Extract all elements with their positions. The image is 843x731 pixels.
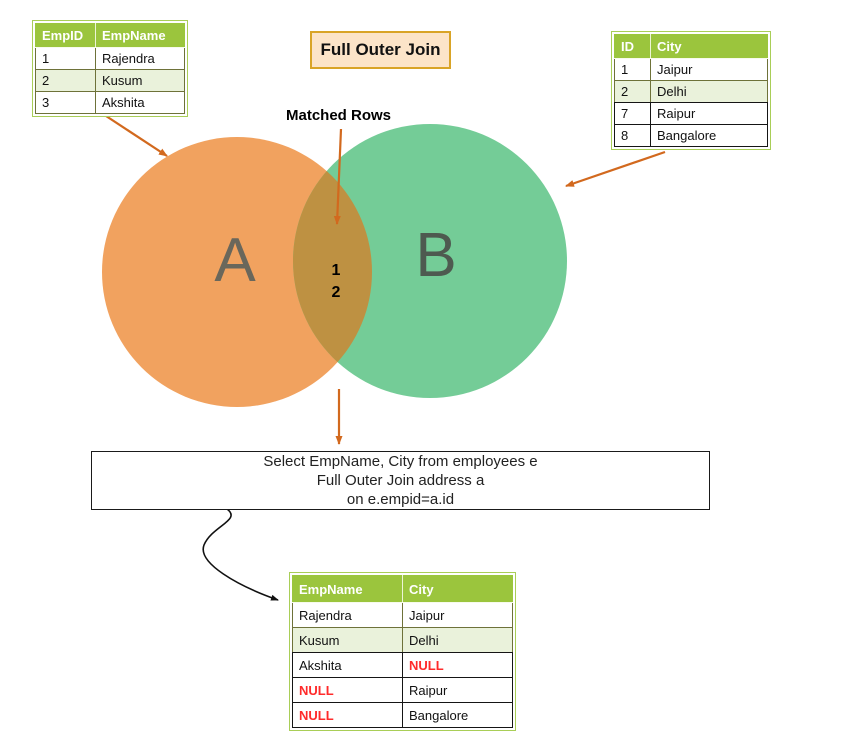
address-header-id: ID	[614, 34, 651, 59]
sql-query-box: Select EmpName, City from employees e Fu…	[91, 451, 710, 510]
result-header-row: EmpName City	[292, 575, 513, 603]
sql-line-2: Full Outer Join address a	[316, 472, 485, 489]
arrow-sql-to-result	[202, 508, 279, 601]
table-row: 8 Bangalore	[614, 124, 768, 147]
cell-empname-null: NULL	[292, 677, 403, 703]
intersection-value-2: 2	[331, 284, 341, 301]
sql-line-1: Select EmpName, City from employees e	[263, 453, 538, 470]
cell-empname: Kusum	[292, 627, 403, 653]
table-row: Akshita NULL	[292, 652, 513, 678]
address-header-city: City	[650, 34, 768, 59]
cell-empname: Rajendra	[95, 47, 185, 70]
result-table: EmpName City Rajendra Jaipur Kusum Delhi…	[289, 572, 516, 731]
table-row: Kusum Delhi	[292, 627, 513, 653]
employees-table: EmpID EmpName 1 Rajendra 2 Kusum 3 Akshi…	[32, 20, 188, 117]
cell-city: Bangalore	[402, 702, 513, 728]
cell-city: Raipur	[650, 102, 768, 125]
table-row: 3 Akshita	[35, 91, 185, 114]
venn-label-a: A	[214, 226, 256, 295]
cell-empname-null: NULL	[292, 702, 403, 728]
cell-id: 7	[614, 102, 651, 125]
matched-rows-label: Matched Rows	[286, 107, 392, 124]
cell-id: 8	[614, 124, 651, 147]
cell-empid: 2	[35, 69, 96, 92]
arrow-address-to-b	[565, 150, 666, 188]
cell-empid: 3	[35, 91, 96, 114]
cell-empid: 1	[35, 47, 96, 70]
table-row: Rajendra Jaipur	[292, 602, 513, 628]
employees-header-empname: EmpName	[95, 23, 185, 48]
cell-id: 2	[614, 80, 651, 103]
sql-line-3: on e.empid=a.id	[346, 491, 455, 508]
address-header-row: ID City	[614, 34, 768, 59]
cell-empname: Akshita	[292, 652, 403, 678]
cell-empname: Kusum	[95, 69, 185, 92]
arrow-employees-to-a	[102, 113, 168, 157]
cell-city: Raipur	[402, 677, 513, 703]
cell-city: Delhi	[650, 80, 768, 103]
table-row: NULL Bangalore	[292, 702, 513, 728]
employees-header-empid: EmpID	[35, 23, 96, 48]
arrow-matched-rows-to-intersection	[333, 128, 343, 225]
cell-id: 1	[614, 58, 651, 81]
cell-empname: Rajendra	[292, 602, 403, 628]
table-row: 2 Delhi	[614, 80, 768, 103]
result-header-city: City	[402, 575, 513, 603]
address-table: ID City 1 Jaipur 2 Delhi 7 Raipur	[611, 31, 771, 150]
employees-header-row: EmpID EmpName	[35, 23, 185, 48]
table-row: 1 Jaipur	[614, 58, 768, 81]
cell-city: Bangalore	[650, 124, 768, 147]
cell-city: Jaipur	[402, 602, 513, 628]
table-row: NULL Raipur	[292, 677, 513, 703]
intersection-value-1: 1	[331, 262, 341, 279]
table-row: 1 Rajendra	[35, 47, 185, 70]
cell-empname: Akshita	[95, 91, 185, 114]
venn-label-b: B	[415, 221, 457, 290]
table-row: 2 Kusum	[35, 69, 185, 92]
result-header-empname: EmpName	[292, 575, 403, 603]
page-title: Full Outer Join	[310, 31, 451, 69]
table-row: 7 Raipur	[614, 102, 768, 125]
cell-city-null: NULL	[402, 652, 513, 678]
cell-city: Delhi	[402, 627, 513, 653]
cell-city: Jaipur	[650, 58, 768, 81]
